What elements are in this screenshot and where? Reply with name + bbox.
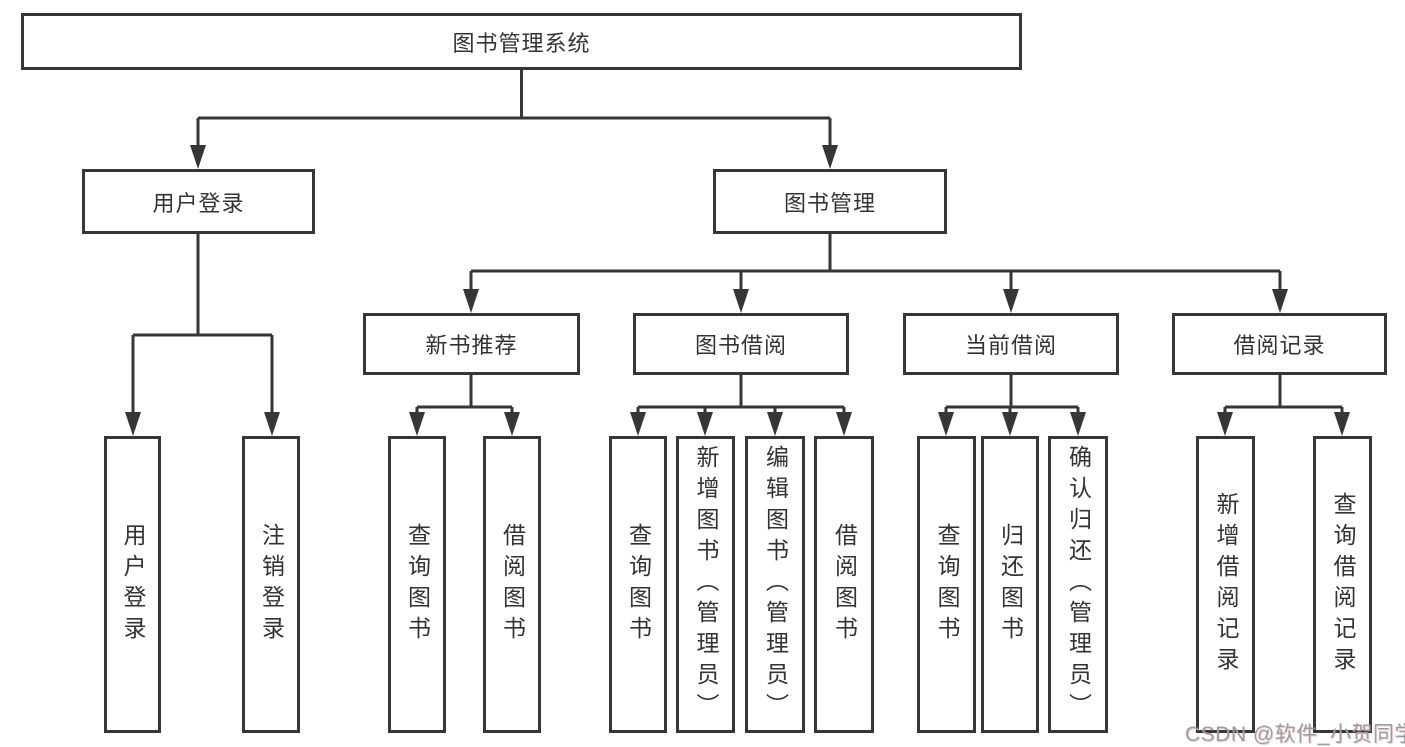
leaf-label: 注销登录 [258, 522, 285, 647]
node-current-borrowing: 当前借阅 [903, 313, 1119, 375]
leaf-borrow-books-1: 借阅图书 [483, 436, 541, 733]
leaf-label: 新增图书（管理员） [693, 445, 719, 724]
leaf-label: 查询图书 [404, 522, 431, 647]
leaf-label: 借阅图书 [831, 522, 858, 647]
leaf-label: 确认归还（管理员） [1065, 445, 1092, 724]
leaf-query-books-2: 查询图书 [609, 436, 667, 733]
leaf-label: 借阅图书 [499, 522, 526, 647]
node-book-management: 图书管理 [713, 169, 947, 234]
leaf-edit-books-admin: 编辑图书（管理员） [745, 436, 805, 733]
leaf-user-login: 用户登录 [104, 436, 161, 733]
arrowheads [125, 145, 1350, 436]
csdn-watermark: CSDN @软件_小贺同学 [1185, 723, 1405, 746]
leaf-query-borrow-record: 查询借阅记录 [1313, 436, 1372, 733]
leaf-query-books-1: 查询图书 [388, 436, 446, 733]
leaf-borrow-books-2: 借阅图书 [814, 436, 874, 733]
leaf-label: 归还图书 [997, 522, 1024, 647]
node-book-borrowing: 图书借阅 [633, 313, 849, 375]
leaf-label: 新增借阅记录 [1213, 491, 1239, 678]
leaf-query-books-3: 查询图书 [917, 436, 976, 733]
leaf-logout: 注销登录 [242, 436, 300, 733]
leaf-label: 查询图书 [934, 522, 960, 647]
leaf-label: 编辑图书（管理员） [762, 445, 789, 724]
node-user-login: 用户登录 [82, 169, 315, 234]
node-new-book-recommendation: 新书推荐 [363, 313, 580, 375]
node-book-management-system: 图书管理系统 [21, 13, 1022, 70]
node-borrowing-records: 借阅记录 [1172, 313, 1387, 375]
leaf-label: 用户登录 [120, 522, 146, 647]
leaf-confirm-return-admin: 确认归还（管理员） [1048, 436, 1108, 733]
leaf-label: 查询借阅记录 [1330, 491, 1356, 678]
leaf-add-books-admin: 新增图书（管理员） [676, 436, 735, 733]
leaf-add-borrow-record: 新增借阅记录 [1196, 436, 1255, 733]
leaf-label: 查询图书 [625, 522, 652, 647]
leaf-return-books: 归还图书 [981, 436, 1039, 733]
